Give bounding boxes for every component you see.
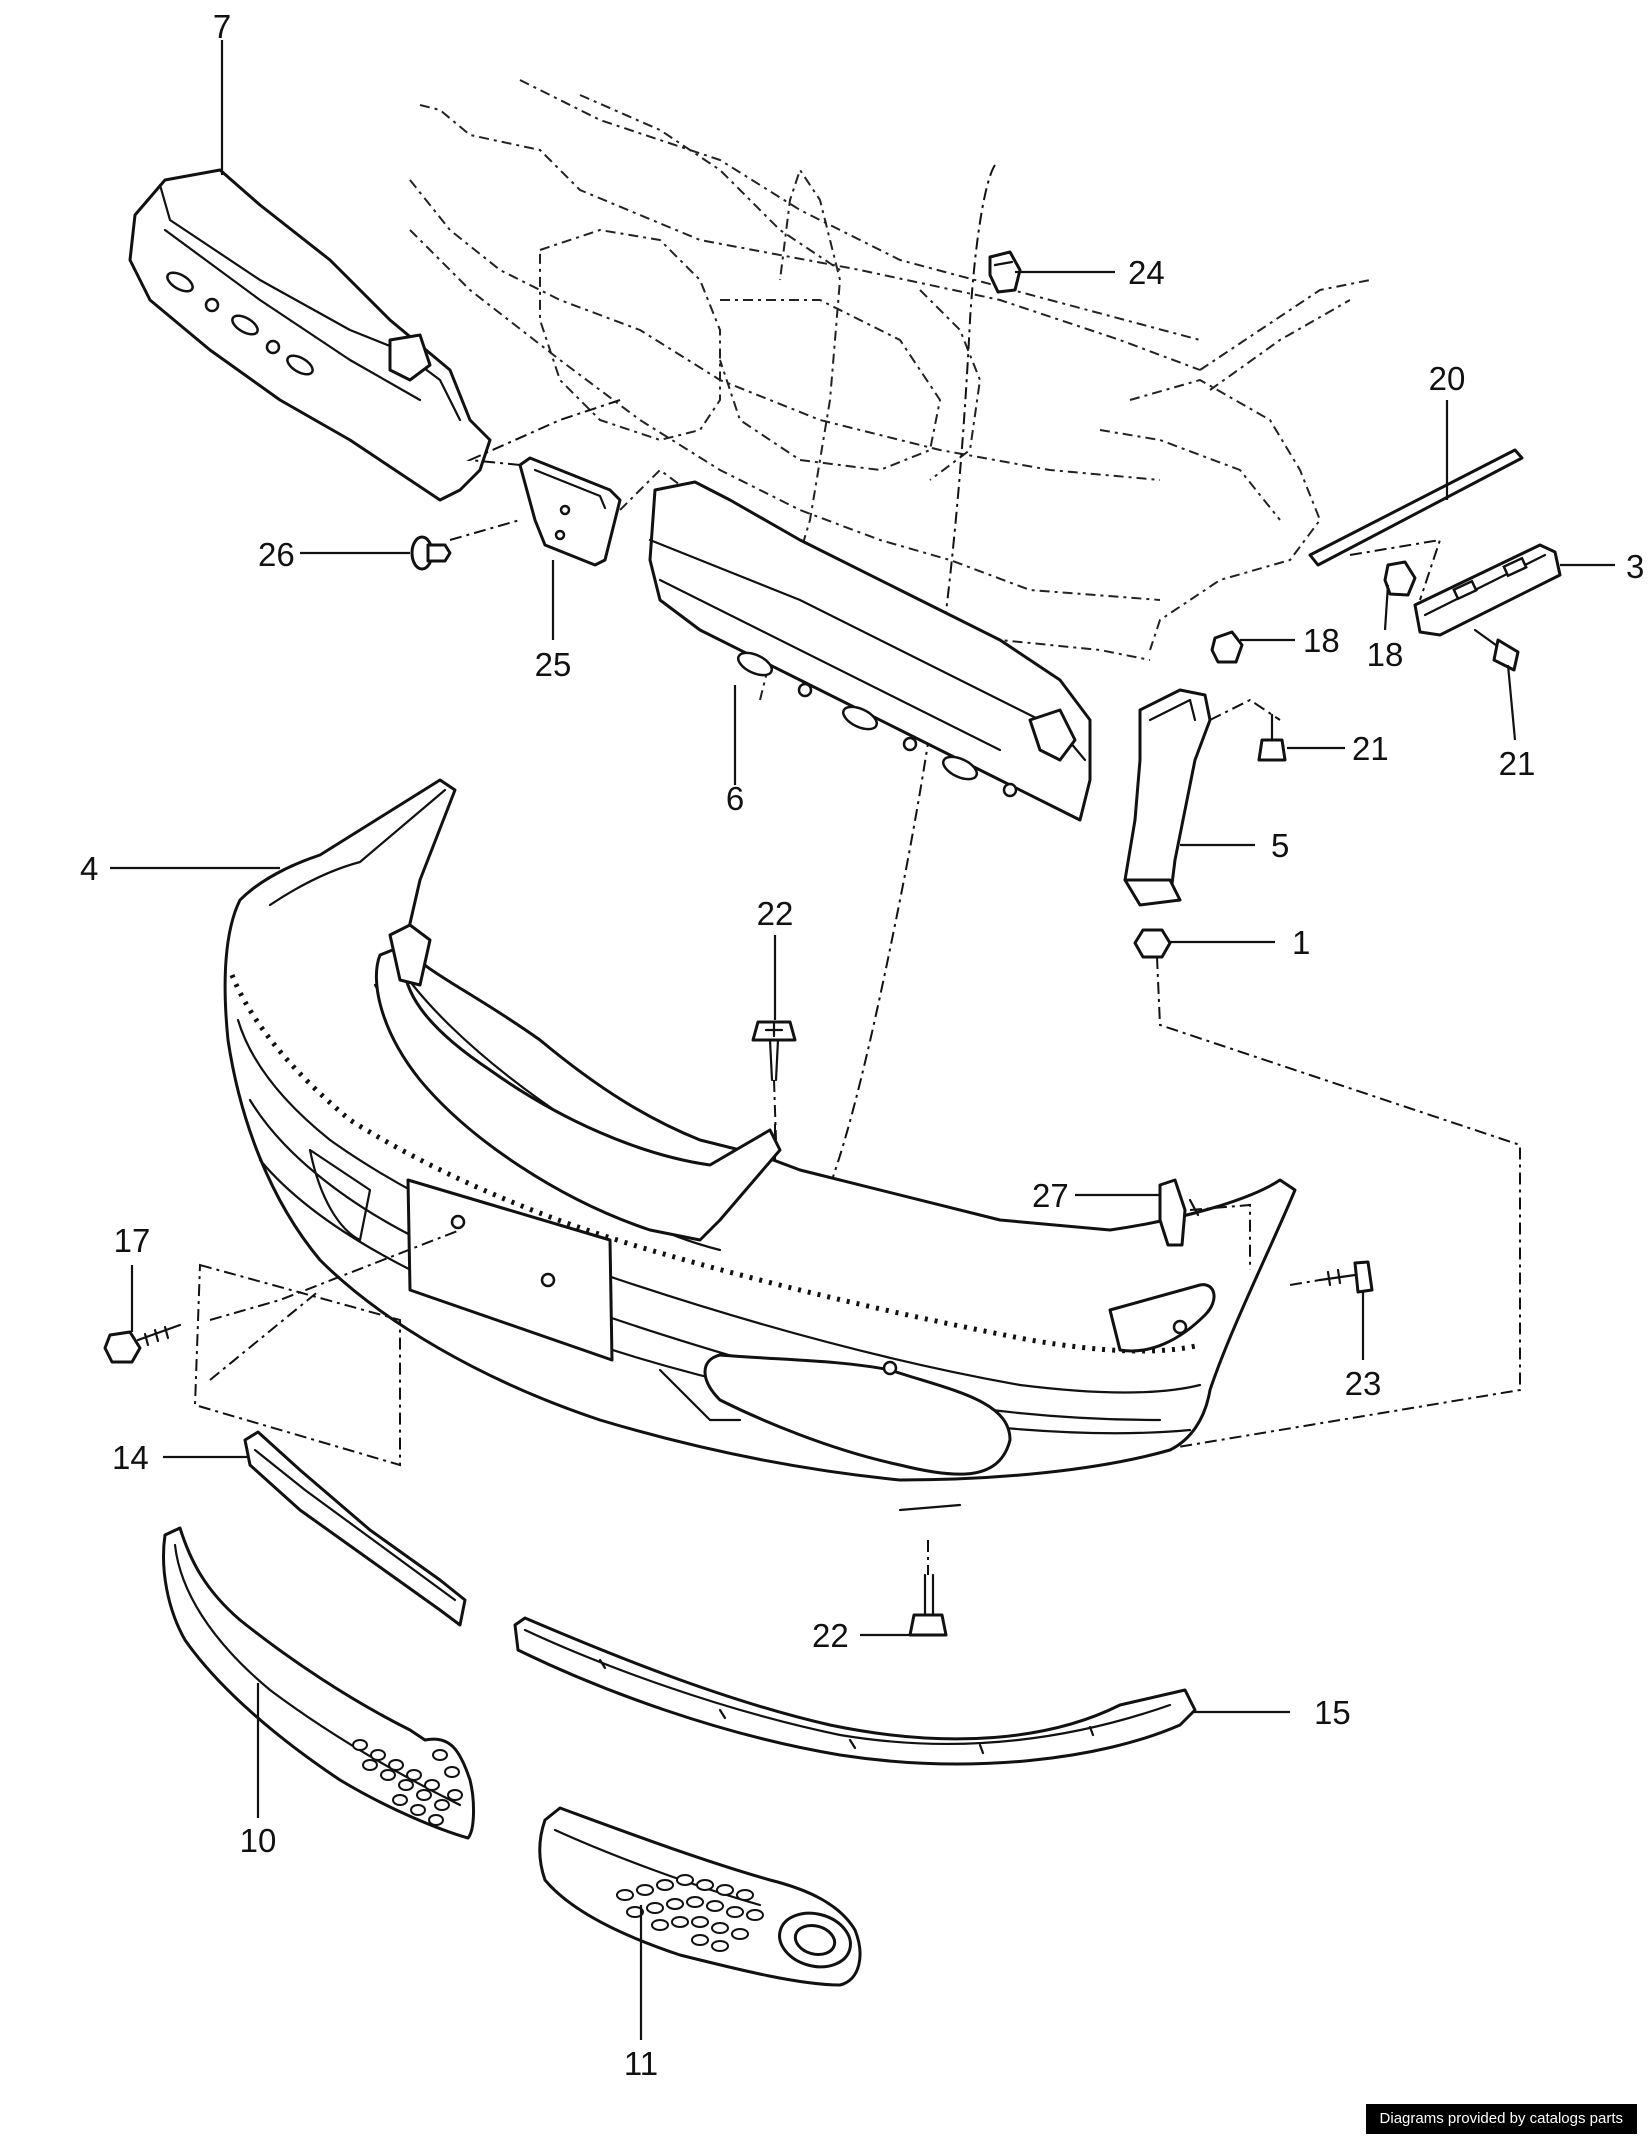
guide-22a	[773, 1079, 777, 1141]
callout-22a: 22	[757, 895, 794, 932]
callout-10: 10	[240, 1822, 277, 1859]
part-15-lower-strip	[513, 1616, 1197, 1766]
callout-17: 17	[114, 1222, 151, 1259]
callout-11: 11	[624, 2045, 658, 2082]
guide-3	[1349, 538, 1442, 601]
guide-5	[1209, 698, 1281, 721]
part-20-strip	[1308, 448, 1524, 567]
callout-27: 27	[1032, 1177, 1069, 1214]
callout-7: 7	[213, 8, 231, 45]
part-21b-screw	[1473, 628, 1520, 672]
part-21a-screw	[1257, 713, 1287, 762]
part-3-bracket-rail	[1413, 543, 1562, 637]
grille-mesh-10	[352, 1739, 463, 1826]
callout-18a: 18	[1303, 622, 1340, 659]
callout-18b: 18	[1367, 636, 1404, 673]
part-26-clip	[410, 535, 452, 571]
callout-6: 6	[726, 780, 744, 817]
callout-3: 3	[1626, 548, 1644, 585]
part-1-nut	[1133, 928, 1172, 959]
part-10-left-grille	[162, 1526, 475, 1840]
credit-badge: Diagrams provided by catalogs parts	[1365, 2104, 1637, 2134]
part-22b-screw	[908, 1573, 948, 1637]
callout-1: 1	[1292, 924, 1310, 961]
guide-27	[1189, 1203, 1251, 1270]
callout-26: 26	[258, 536, 295, 573]
part-23-screw	[1318, 1260, 1374, 1294]
part-25-bracket	[518, 456, 622, 567]
callout-22b: 22	[812, 1617, 849, 1654]
callout-labels: 7 24 20 3 26 25 18 18 21 21 6 4 5 22 1 2…	[80, 8, 1644, 2082]
part-27-clip	[1158, 1178, 1200, 1247]
part-4-bumper-cover	[223, 778, 1297, 1512]
leader-lines	[110, 40, 1615, 2040]
guide-25	[466, 399, 621, 466]
part-17-screw	[103, 1323, 182, 1364]
part-18b-clip	[1383, 560, 1417, 597]
guide-23	[1289, 1279, 1321, 1286]
part-5-side-bracket	[1123, 688, 1212, 907]
callout-21a: 21	[1352, 730, 1389, 767]
part-14-trim-strip	[243, 1430, 467, 1627]
callout-21b: 21	[1499, 745, 1536, 782]
part-6-reinforcement-beam	[648, 480, 1092, 822]
callout-14: 14	[112, 1439, 149, 1476]
callout-20: 20	[1429, 360, 1466, 397]
callout-24: 24	[1128, 254, 1165, 291]
grille-mesh-11	[616, 1874, 764, 1952]
callout-25: 25	[535, 646, 572, 683]
callout-23: 23	[1345, 1365, 1382, 1402]
callout-5: 5	[1271, 827, 1289, 864]
part-22a-screw	[751, 1020, 797, 1082]
part-7-absorber-bracket	[128, 168, 492, 502]
part-24-clip-nut	[988, 250, 1022, 294]
callout-4: 4	[80, 850, 98, 887]
license-plate-outline	[193, 1229, 461, 1467]
guide-25b	[449, 519, 521, 541]
callout-15: 15	[1314, 1694, 1351, 1731]
part-11-right-grille	[538, 1806, 862, 1987]
part-18a-clip	[1210, 630, 1244, 664]
